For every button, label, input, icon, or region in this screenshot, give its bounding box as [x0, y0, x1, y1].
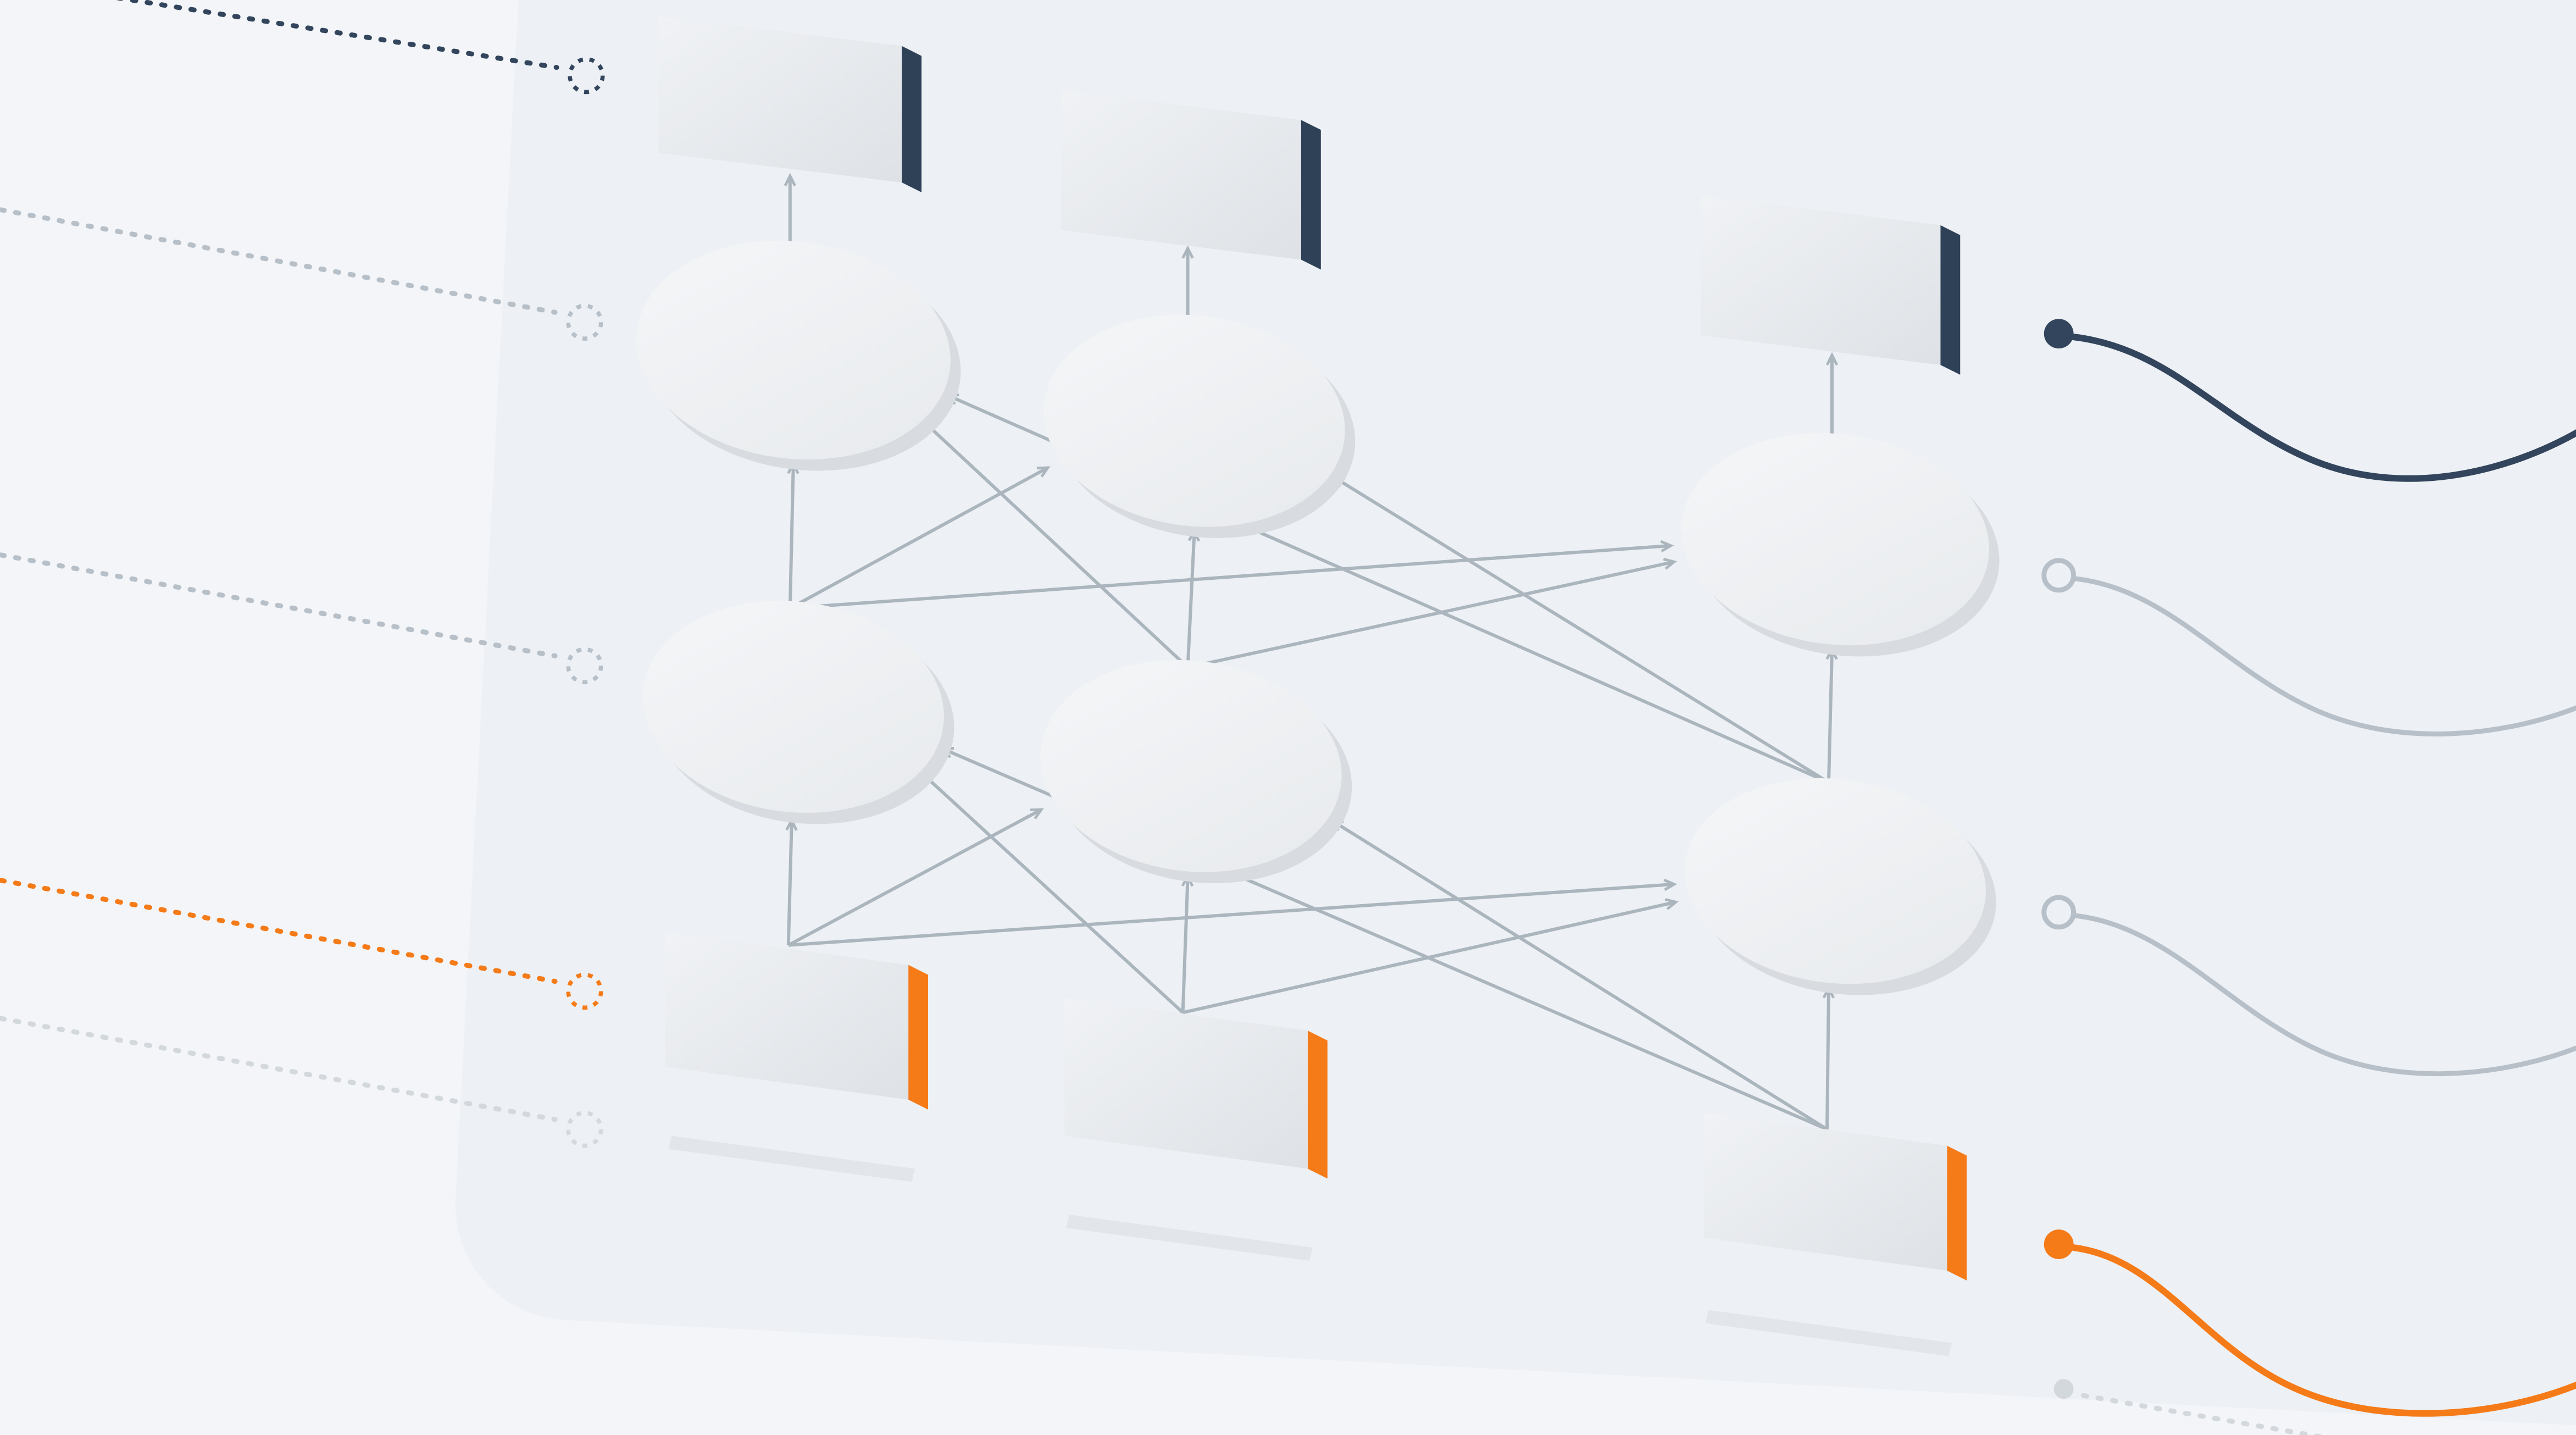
dashed-circle-terminal-3 [566, 647, 603, 684]
curve-endpoint-4 [2044, 1229, 2074, 1259]
input-box-shadow-1 [668, 1135, 915, 1182]
hidden-node-1a-face [636, 241, 951, 460]
connections-input-to-hidden [785, 747, 1835, 1131]
input-box-2-face [1064, 998, 1308, 1169]
hidden-node-1b-face [642, 601, 944, 813]
curve-endpoint-5 [2053, 1379, 2074, 1399]
input-box-1-face [665, 932, 909, 1100]
outgoing-curve-3 [2073, 913, 2576, 1077]
incoming-dashed-line-3 [0, 552, 558, 658]
incoming-dashed-line-2 [0, 207, 558, 315]
hidden-node-3a-face [1681, 433, 1989, 646]
output-box-3-face [1700, 195, 1941, 365]
output-box-3-side [1940, 225, 1961, 375]
output-box-1-side [902, 46, 922, 192]
input-box-shadow-3 [1705, 1310, 1952, 1356]
background-panel [455, 0, 2576, 1435]
hidden-node-2b [1040, 660, 1352, 884]
hidden-node-2a [1043, 314, 1356, 538]
curve-endpoint-2 [2041, 558, 2077, 593]
outgoing-dotted-line-5 [2081, 1393, 2325, 1435]
hidden-node-1a [636, 241, 961, 471]
output-box-1-face [658, 16, 902, 182]
input-box-2-side [1307, 1030, 1328, 1179]
incoming-dashed-line-1 [115, 0, 559, 70]
hidden-node-2a-face [1043, 314, 1345, 527]
input-box-2 [1064, 998, 1328, 1179]
connections-hidden-to-output [784, 173, 1839, 441]
curve-endpoint-3 [2041, 895, 2077, 930]
input-box-3-face [1703, 1112, 1947, 1271]
input-box-shadow-2 [1066, 1215, 1313, 1261]
outgoing-curve-2 [2073, 576, 2576, 736]
output-box-2-face [1061, 90, 1301, 260]
dashed-circle-terminal-1 [568, 57, 605, 95]
connections-hidden-to-hidden [787, 394, 1838, 784]
hidden-node-2b-face [1040, 660, 1342, 872]
input-box-1 [665, 932, 929, 1110]
hidden-node-3b [1684, 778, 1996, 995]
input-box-3-side [1947, 1145, 1967, 1281]
hidden-node-3b-face [1684, 778, 1986, 984]
dashed-circle-terminal-4 [566, 972, 603, 1010]
output-box-3 [1700, 195, 1961, 375]
curve-endpoint-1 [2044, 319, 2074, 349]
output-box-1 [658, 16, 922, 192]
box-shadow-stripes [668, 1135, 1952, 1356]
hidden-node-1b [642, 601, 954, 824]
outgoing-curve-4 [2070, 1244, 2576, 1417]
output-box-2-side [1301, 120, 1321, 270]
output-box-2 [1061, 90, 1321, 270]
outgoing-wires [2041, 319, 2576, 1435]
hidden-node-3a [1681, 433, 2000, 657]
input-box-1-side [908, 965, 929, 1110]
dashed-circle-terminal-2 [566, 303, 603, 341]
outgoing-curve-1 [2070, 334, 2576, 482]
input-box-3 [1703, 1112, 1967, 1281]
